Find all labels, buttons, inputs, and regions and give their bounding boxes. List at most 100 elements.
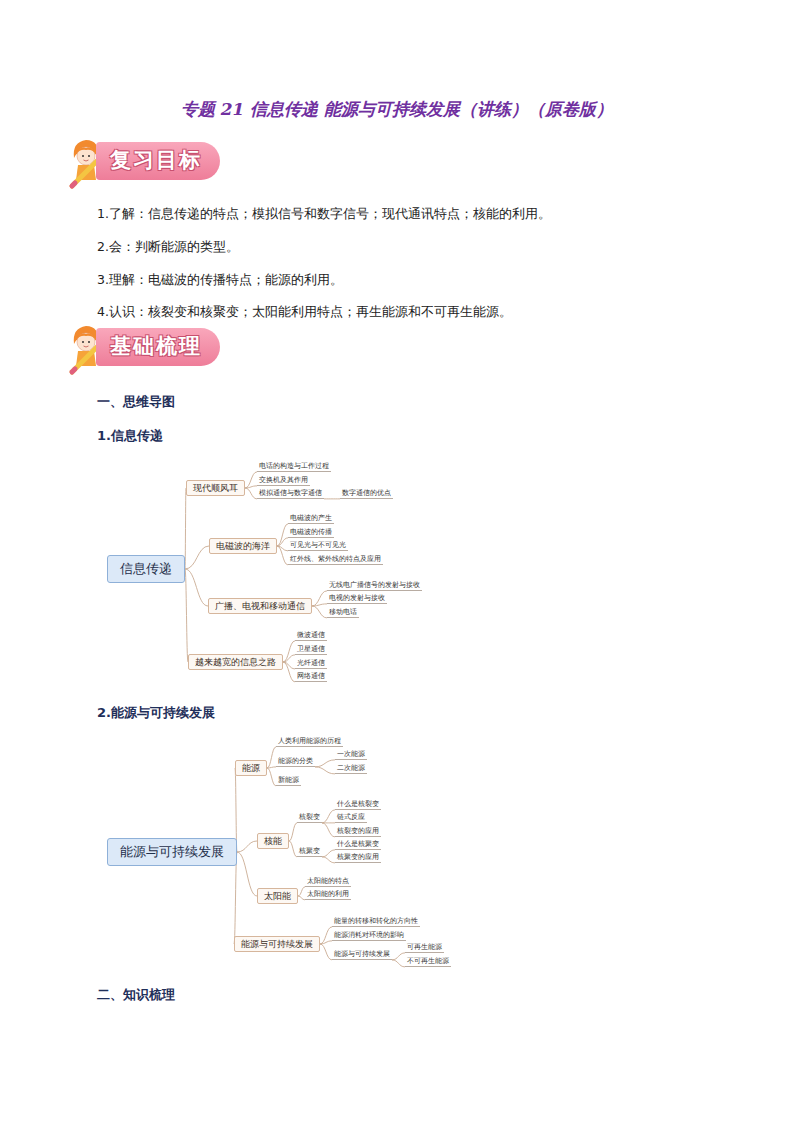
node-text: 可再生能源: [407, 943, 442, 952]
leaf-item: 电视的发射与接收: [327, 594, 387, 605]
node-text: 基础梳理: [110, 333, 202, 360]
leaf-item: 核聚变的应用: [335, 853, 381, 864]
node-text: 现代顺风耳: [193, 483, 238, 494]
node-text: 能源的分类: [278, 757, 313, 766]
leaf-item: 能量的转移和转化的方向性: [332, 917, 420, 928]
leaf-item: 红外线、紫外线的特点及应用: [288, 555, 383, 566]
map-connector: [267, 747, 276, 768]
map-connector: [185, 546, 209, 569]
objective-line: 2.会：判断能源的类型。: [97, 239, 239, 255]
node-text: 能源与可持续发展: [241, 939, 313, 950]
map-connector: [312, 606, 327, 618]
leaf-item: 无线电广播信号的发射与接收: [327, 581, 422, 592]
node-text: 核聚变: [299, 847, 320, 856]
leaf-item: 核聚变: [297, 847, 322, 858]
section-badge: 复习目标: [96, 142, 220, 179]
node-text: 核能: [264, 836, 282, 847]
node-text: 模拟通信与数字通信: [259, 489, 322, 498]
leaf-item: 太阳能的特点: [305, 877, 351, 888]
section-heading: 1.信息传递: [97, 428, 163, 445]
map-connector: [315, 760, 335, 767]
leaf-item: 模拟通信与数字通信: [257, 489, 324, 500]
leaf-item: 电磁波的产生: [288, 514, 334, 525]
node-text: 交换机及其作用: [259, 476, 308, 485]
node-text: 太阳能: [264, 891, 291, 902]
node-text: 电话的构造与工作过程: [259, 462, 329, 471]
section-heading: 一、思维导图: [97, 394, 175, 411]
objective-line: 3.理解：电磁波的传播特点；能源的利用。: [97, 272, 343, 288]
node-text: 卫星通信: [297, 645, 325, 654]
map-connector: [283, 641, 295, 662]
node-text: 什么是核裂变: [337, 800, 379, 809]
leaf-item: 可再生能源: [405, 943, 444, 954]
leaf-item: 太阳能的利用: [305, 890, 351, 901]
map-connector: [320, 927, 332, 944]
leaf-item: 电话的构造与工作过程: [257, 462, 331, 473]
map-connector: [320, 941, 332, 944]
map-connector: [322, 823, 335, 837]
leaf-item: 能源与可持续发展: [332, 950, 392, 961]
node-text: 网络通信: [297, 672, 325, 681]
section-heading: 二、知识梳理: [97, 987, 175, 1004]
node-text: 能量的转移和转化的方向性: [334, 917, 418, 926]
map-connector: [267, 767, 276, 768]
map-connector: [289, 841, 297, 857]
map-connector: [245, 488, 257, 499]
section-heading: 2.能源与可持续发展: [97, 705, 215, 722]
node-text: 二次能源: [337, 764, 365, 773]
map-connector: [237, 841, 257, 852]
node-text: 人类利用能源的历程: [278, 737, 341, 746]
map-connector: [322, 857, 335, 863]
node-text: 链式反应: [337, 813, 365, 822]
leaf-item: 一次能源: [335, 750, 367, 761]
map-connector: [237, 852, 257, 896]
page-title: 专题 21 信息传递 能源与可持续发展（讲练）（原卷版）: [181, 98, 613, 120]
branch-box: 广播、电视和移动通信: [208, 598, 312, 615]
node-text: 红外线、紫外线的特点及应用: [290, 555, 381, 564]
node-text: 信息传递: [120, 561, 172, 577]
leaf-item: 什么是核聚变: [335, 840, 381, 851]
leaf-item: 不可再生能源: [405, 957, 451, 968]
node-text: 电磁波的传播: [290, 528, 332, 537]
map-connector: [392, 960, 405, 967]
leaf-item: 数字通信的优点: [340, 489, 393, 500]
map-connector: [185, 488, 186, 569]
leaf-item: 能源的分类: [276, 757, 315, 768]
leaf-item: 核裂变的应用: [335, 827, 381, 838]
map-connector: [322, 810, 335, 823]
leaf-item: 新能源: [276, 776, 301, 787]
map-connector: [320, 944, 332, 960]
node-text: 新能源: [278, 776, 299, 785]
node-text: 太阳能的利用: [307, 890, 349, 899]
map-connector: [298, 887, 305, 896]
leaf-item: 光纤通信: [295, 659, 327, 670]
node-text: 核裂变: [299, 813, 320, 822]
branch-box: 太阳能: [257, 888, 298, 905]
section-badge: 基础梳理: [96, 328, 220, 365]
leaf-item: 可见光与不可见光: [288, 541, 348, 552]
map-connector: [245, 472, 257, 488]
map-connector: [185, 569, 208, 606]
root-box: 信息传递: [107, 555, 185, 583]
leaf-item: 卫星通信: [295, 645, 327, 656]
node-text: 能源消耗对环境的影响: [334, 931, 404, 940]
map-connector: [289, 823, 297, 841]
node-text: 光纤通信: [297, 659, 325, 668]
node-text: 能源与可持续发展: [120, 844, 224, 860]
objective-line: 4.认识：核裂变和核聚变；太阳能利用特点；再生能源和不可再生能源。: [97, 304, 512, 320]
node-text: 核聚变的应用: [337, 853, 379, 862]
branch-box: 越来越宽的信息之路: [188, 654, 283, 671]
map-connector: [283, 662, 295, 682]
branch-box: 现代顺风耳: [186, 480, 245, 497]
leaf-item: 交换机及其作用: [257, 476, 310, 487]
map-connector: [324, 498, 340, 499]
map-connector: [277, 538, 288, 546]
leaf-item: 二次能源: [335, 764, 367, 775]
leaf-item: 微波通信: [295, 631, 327, 642]
node-text: 广播、电视和移动通信: [215, 601, 305, 612]
map-connector: [245, 486, 257, 488]
leaf-item: 能源消耗对环境的影响: [332, 931, 406, 942]
node-text: 微波通信: [297, 631, 325, 640]
